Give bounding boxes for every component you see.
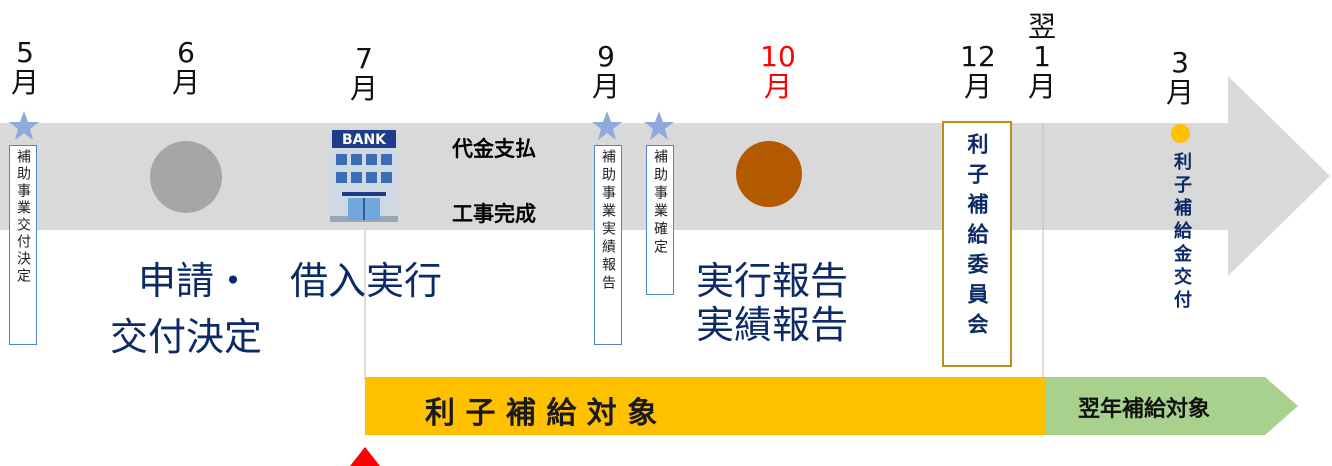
loan-execution-label: 借入実行 (290, 259, 443, 303)
month-next-jan: 翌 1 月 (1022, 12, 1062, 102)
committee-box: 利子補給委員会 (942, 121, 1012, 367)
next-year-arrow (1045, 377, 1298, 435)
month-mar: 3 月 (1160, 48, 1200, 108)
apply-label-line2: 交付決定 (110, 315, 263, 359)
report-label-line1: 実行報告 (696, 259, 849, 303)
month-sep-unit: 月 (591, 70, 620, 103)
october-brown-circle (736, 141, 802, 207)
month-jul-unit: 月 (349, 72, 378, 105)
month-next-jan-unit: 月 (1027, 70, 1056, 103)
next-year-target-label: 翌年補給対象 (1078, 397, 1211, 422)
june-gray-circle (150, 141, 222, 213)
apply-label-line1: 申請・ (138, 259, 253, 303)
may-box-text: 補助事業交付決定 (15, 149, 32, 285)
month-jul: 7 月 (344, 44, 384, 104)
month-next-jan-num: 1 (1033, 40, 1051, 73)
month-next-jan-prefix: 翌 (1027, 10, 1056, 43)
bank-sign-text: BANK (342, 132, 387, 148)
month-oct-unit: 月 (763, 70, 792, 103)
star-icon-may (9, 111, 39, 140)
month-sep: 9 月 (586, 42, 626, 102)
month-dec: 12 月 (958, 42, 998, 102)
march-grant-label: 利子補給金交付 (1166, 152, 1196, 313)
march-grant-text: 利子補給金交付 (1171, 152, 1192, 313)
march-yellow-dot (1171, 124, 1190, 143)
subsidy-target-label: 利 子 補 給 対 象 (425, 396, 658, 431)
may-grant-decision-box: 補助事業交付決定 (9, 145, 37, 345)
month-may-unit: 月 (10, 66, 39, 99)
payment-label: 代金支払 (452, 137, 536, 161)
start-triangle (350, 447, 380, 466)
month-oct-num: 10 (760, 40, 796, 73)
month-dec-num: 12 (960, 40, 996, 73)
month-dec-unit: 月 (963, 70, 992, 103)
month-jul-num: 7 (355, 42, 373, 75)
month-mar-unit: 月 (1165, 76, 1194, 109)
committee-text: 利子補給委員会 (965, 133, 989, 343)
month-jun-num: 6 (177, 36, 195, 69)
construction-label: 工事完成 (452, 202, 536, 226)
sep-confirm-box: 補助事業確定 (646, 145, 674, 295)
star-icon-sep (592, 111, 622, 140)
bank-icon: BANK (330, 130, 398, 222)
report-label-line2: 実績報告 (696, 303, 849, 347)
sep-box2-text: 補助事業確定 (652, 149, 669, 257)
sep-results-report-box: 補助事業実績報告 (594, 145, 622, 345)
month-oct: 10 月 (758, 42, 798, 102)
star-icon-sep-confirm (644, 111, 674, 140)
month-sep-num: 9 (597, 40, 615, 73)
month-jun: 6 月 (166, 38, 206, 98)
sep-box1-text: 補助事業実績報告 (600, 149, 617, 293)
month-jun-unit: 月 (171, 66, 200, 99)
subsidy-target-bar (365, 377, 1045, 435)
month-may-num: 5 (16, 36, 34, 69)
month-may: 5 月 (5, 38, 45, 98)
month-mar-num: 3 (1171, 46, 1189, 79)
